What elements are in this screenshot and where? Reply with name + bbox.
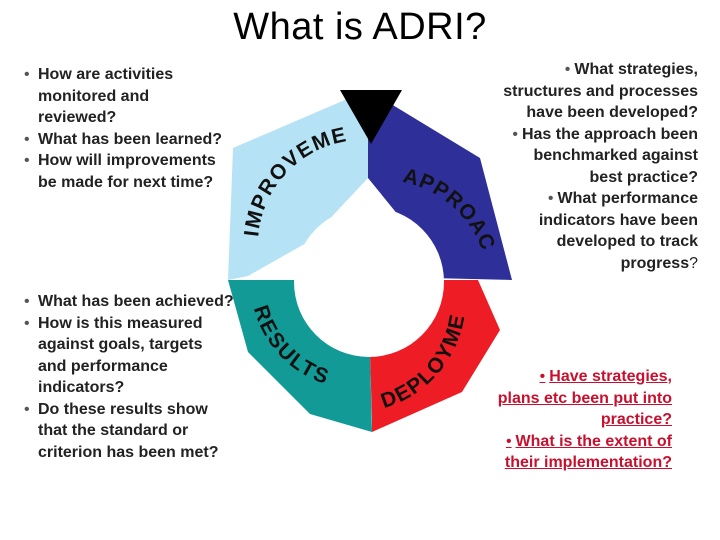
- improvement-segment: [228, 90, 368, 280]
- improvement-questions: How are activities monitored and reviewe…: [24, 64, 224, 193]
- list-item: What has been achieved?: [24, 291, 234, 313]
- results-questions: What has been achieved? How is this meas…: [24, 291, 234, 463]
- deployment-segment: [370, 280, 500, 432]
- list-item: How is this measured against goals, targ…: [24, 313, 234, 399]
- list-item: How are activities monitored and reviewe…: [24, 64, 224, 129]
- list-item-text: What performance indicators have been de…: [538, 190, 698, 272]
- list-item: Have strategies, plans etc been put into…: [496, 366, 672, 431]
- deployment-questions: Have strategies, plans etc been put into…: [496, 366, 672, 474]
- list-item: What has been learned?: [24, 129, 224, 151]
- approach-segment: [368, 90, 512, 280]
- list-item: What strategies, structures and processe…: [500, 59, 698, 124]
- wheel-hole: [294, 207, 444, 357]
- list-item: What is the extent of their implementati…: [496, 431, 672, 474]
- page-title: What is ADRI?: [233, 6, 487, 48]
- results-segment: [228, 280, 372, 432]
- list-item: How will improvements be made for next t…: [24, 150, 224, 193]
- pointer-triangle: [340, 90, 402, 144]
- list-item: What performance indicators have been de…: [500, 188, 698, 274]
- question-mark: ?: [689, 254, 698, 272]
- approach-questions: What strategies, structures and processe…: [500, 59, 698, 274]
- list-item: Do these results show that the standard …: [24, 399, 234, 464]
- list-item: Has the approach been benchmarked agains…: [500, 124, 698, 189]
